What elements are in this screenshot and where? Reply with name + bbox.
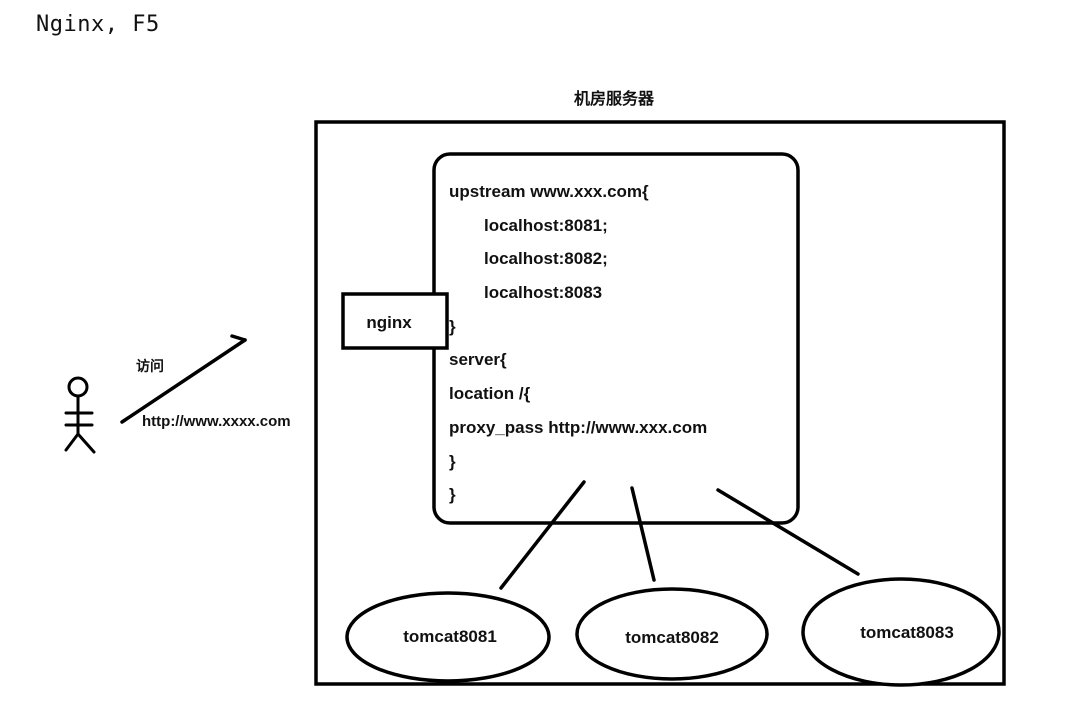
- nginx-config-box: [432, 152, 800, 525]
- url-label: http://www.xxxx.com: [142, 413, 291, 430]
- config-line: localhost:8081;: [484, 216, 608, 235]
- config-line: upstream www.xxx.com{: [449, 182, 649, 201]
- config-line: localhost:8082;: [484, 249, 608, 268]
- tomcat-8083-node: [801, 577, 1001, 687]
- connector-lines: [499, 480, 860, 590]
- config-line: localhost:8083: [484, 283, 602, 302]
- page-heading: Nginx, F5: [36, 12, 160, 37]
- access-label: 访问: [136, 358, 164, 374]
- connector-8081: [499, 480, 586, 590]
- config-line: proxy_pass http://www.xxx.com: [449, 418, 707, 437]
- tomcat-label: tomcat8082: [625, 628, 719, 647]
- config-line: }: [449, 317, 456, 336]
- user-icon: [64, 376, 96, 454]
- nginx-label: nginx: [366, 313, 412, 332]
- tomcat-8081-node: [345, 591, 551, 683]
- connector-8082: [630, 486, 656, 582]
- request-arrow: [120, 334, 247, 424]
- connector-8083: [716, 488, 860, 576]
- tomcat-8082-node: [575, 587, 769, 681]
- tomcat-label: tomcat8081: [403, 627, 497, 646]
- nginx-box: [341, 292, 449, 350]
- config-line: }: [449, 452, 456, 471]
- tomcat-label: tomcat8083: [860, 623, 954, 642]
- server-room-box: [314, 120, 1006, 686]
- server-room-label: 机房服务器: [574, 89, 655, 108]
- config-line: server{: [449, 350, 507, 369]
- config-line: location /{: [449, 384, 531, 403]
- config-line: }: [449, 485, 456, 504]
